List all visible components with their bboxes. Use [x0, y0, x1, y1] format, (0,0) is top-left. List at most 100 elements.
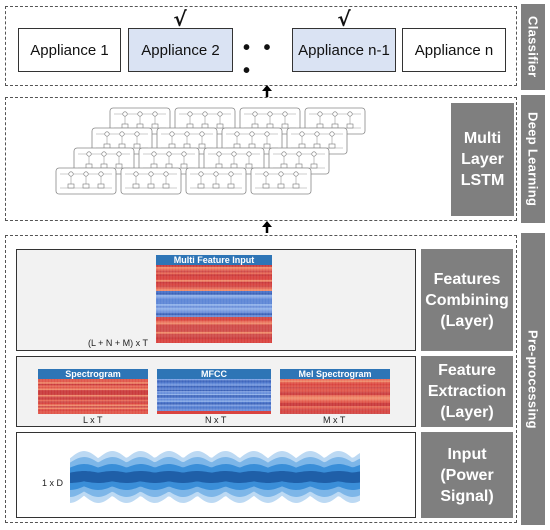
lstm-cell — [73, 147, 135, 175]
spectral-band — [157, 393, 271, 396]
deep-learning-sidebar: Deep Learning — [521, 95, 545, 223]
spectral-band — [280, 380, 390, 383]
feature-band — [156, 298, 272, 301]
multi-feature-dim-label: (L + N + M) x T — [88, 338, 149, 348]
spectral-band — [157, 379, 271, 381]
spectral-band — [38, 412, 148, 414]
spectral-band — [280, 401, 390, 404]
mfcc-image — [157, 379, 271, 414]
feature-band — [156, 328, 272, 331]
spectral-band — [38, 393, 148, 396]
feature-band — [156, 337, 272, 340]
feature-band — [156, 320, 272, 323]
spectral-band — [157, 381, 271, 384]
feature-band — [156, 272, 272, 275]
spectral-band — [157, 391, 271, 393]
feature-band — [156, 274, 272, 277]
classifier-side-label: Classifier — [525, 16, 541, 78]
feature-band — [156, 326, 272, 329]
spectral-band — [157, 387, 271, 389]
mel-spectrogram-title: Mel Spectrogram — [280, 369, 390, 379]
classifier-section — [5, 6, 517, 86]
spectral-band — [38, 404, 148, 407]
feature-band — [156, 322, 272, 325]
spectral-band — [280, 394, 390, 397]
multi-layer-lstm-label: Multi Layer LSTM — [460, 130, 505, 189]
lstm-cell — [304, 107, 366, 135]
feature-band — [156, 339, 272, 342]
feature-band — [156, 292, 272, 296]
spectral-band — [280, 391, 390, 394]
spectral-band — [157, 383, 271, 385]
feature-band — [156, 324, 272, 327]
deep-learning-side-label: Deep Learning — [525, 111, 541, 207]
spectral-band — [157, 404, 271, 407]
feature-band — [156, 304, 272, 307]
spectral-band — [38, 396, 148, 399]
spectral-band — [38, 386, 148, 389]
spectral-band — [280, 399, 390, 402]
feature-band — [156, 317, 272, 320]
mel-spectrogram-dim-label: M x T — [323, 415, 346, 425]
feature-band — [156, 279, 272, 283]
spectral-band — [38, 402, 148, 405]
spectral-band — [280, 407, 390, 410]
deep-learning-section — [5, 97, 517, 221]
appliance-2-label: Appliance 2 — [141, 41, 220, 59]
spectral-band — [280, 406, 390, 408]
appliance-n-label: Appliance n — [414, 41, 494, 59]
spectral-band — [157, 403, 271, 405]
appliance-n-box: Appliance n — [402, 28, 506, 72]
feature-band — [156, 281, 272, 284]
spectrogram-image — [38, 379, 148, 414]
feature-band — [156, 335, 272, 338]
lstm-cell — [185, 167, 247, 195]
spectral-band — [280, 410, 390, 413]
feature-band — [156, 341, 272, 343]
power-signal-image — [70, 451, 360, 503]
spectral-band — [38, 406, 148, 408]
spectral-band — [157, 384, 271, 387]
spectral-band — [38, 385, 148, 388]
spectral-band — [38, 398, 148, 400]
spectral-band — [38, 399, 148, 402]
feature-band — [156, 333, 272, 336]
input-box: Input (Power Signal) — [421, 432, 513, 518]
lstm-cell — [120, 167, 182, 195]
arrow-up-icon — [262, 85, 272, 97]
spectral-band — [157, 408, 271, 411]
feature-extraction-box: Feature Extraction (Layer) — [421, 356, 513, 427]
feature-band — [156, 287, 272, 290]
spectral-band — [280, 385, 390, 388]
mfcc-title: MFCC — [157, 369, 271, 379]
feature-band — [156, 300, 272, 303]
feature-band — [156, 315, 272, 318]
spectral-band — [38, 388, 148, 391]
appliance-n-1-check-icon: √ — [337, 7, 351, 31]
spectral-band — [38, 410, 148, 413]
appliance-2-box: Appliance 2 — [128, 28, 233, 72]
feature-band — [156, 291, 272, 294]
spectral-band — [280, 404, 390, 407]
feature-band — [156, 289, 272, 292]
multi-layer-lstm-box: Multi Layer LSTM — [451, 103, 514, 216]
lstm-cell — [55, 167, 117, 195]
spectral-band — [157, 385, 271, 388]
spectral-band — [157, 380, 271, 382]
spectral-band — [38, 407, 148, 410]
spectral-band — [38, 383, 148, 386]
features-combining-box: Features Combining (Layer) — [421, 249, 513, 351]
lstm-cell — [156, 127, 218, 155]
spectral-band — [280, 388, 390, 391]
spectral-band — [157, 399, 271, 401]
feature-band — [156, 318, 272, 322]
lstm-cell — [174, 107, 236, 135]
mel-spectrogram-image — [280, 379, 390, 414]
classifier-sidebar: Classifier — [521, 4, 545, 90]
arrow-up-icon — [262, 221, 272, 233]
feature-band — [156, 330, 272, 333]
spectral-band — [38, 382, 148, 385]
features-combining-label: Features Combining (Layer) — [425, 270, 509, 330]
lstm-cell — [91, 127, 153, 155]
appliance-n-1-label: Appliance n-1 — [298, 41, 390, 59]
